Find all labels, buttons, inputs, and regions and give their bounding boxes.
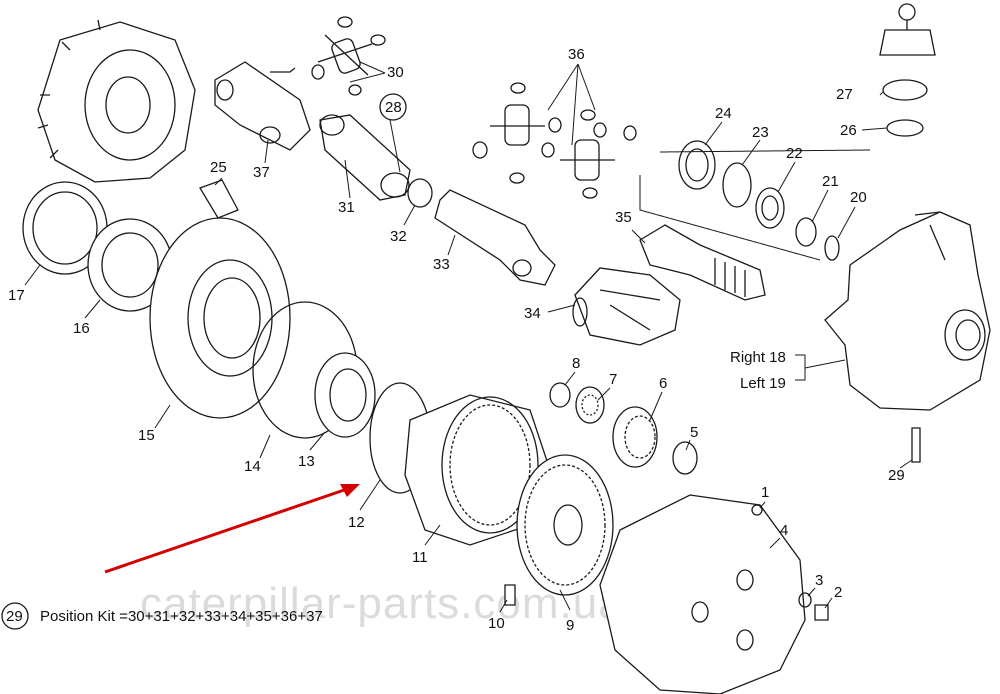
label-17: 17: [8, 287, 25, 304]
label-19: Left 19: [740, 375, 786, 392]
steering-knuckle-part-18-19: [824, 211, 991, 411]
label-9: 9: [566, 617, 574, 634]
label-26: 26: [840, 122, 857, 139]
label-16: 16: [73, 320, 90, 337]
label-14: 14: [244, 458, 261, 475]
planet-carrier-part-4: [599, 494, 806, 694]
label-24: 24: [715, 105, 732, 122]
label-31: 31: [338, 199, 355, 216]
bushing-part-21: [795, 217, 817, 247]
kit-circle-label: 29: [6, 608, 23, 625]
ring-part-8: [549, 382, 571, 408]
leader-lines: [24, 61, 913, 613]
o-ring-part-27: [882, 79, 928, 101]
label-1: 1: [761, 484, 769, 501]
bearing-part-16: [87, 218, 173, 312]
label-30: 30: [387, 64, 404, 81]
shim-part-26: [886, 119, 924, 137]
cross-spider-part-30: [311, 16, 386, 96]
label-7: 7: [609, 371, 617, 388]
plug-part-2: [814, 604, 829, 621]
label-35: 35: [615, 209, 632, 226]
wheel-hub-part-15: [149, 217, 291, 419]
bearing-part-22: [755, 187, 785, 229]
drive-shaft-part-33: [434, 189, 556, 286]
bolt-part-1: [751, 504, 763, 516]
seal-inner-24: [685, 148, 709, 182]
kit-circle-29: [1, 602, 29, 630]
pin-part-10: [504, 584, 516, 606]
yoke-part-34: [572, 267, 681, 346]
part-number-labels: 1 2 3 4 5 6 7 8 9 10 11 12 13 14 15 16 1…: [8, 46, 905, 634]
assembly-guide-lines: [639, 149, 871, 261]
sun-gear-part-6: [612, 406, 658, 468]
label-4: 4: [780, 522, 788, 539]
label-33: 33: [433, 256, 450, 273]
circled-label-28: [379, 93, 407, 121]
label-34: 34: [524, 305, 541, 322]
cross-spider-part-36a: [472, 82, 555, 184]
label-10: 10: [488, 615, 505, 632]
label-18: Right 18: [730, 349, 786, 366]
yoke-part-37: [214, 61, 311, 151]
snap-ring-part-32: [407, 178, 433, 208]
bushing-part-5: [672, 441, 698, 475]
label-23: 23: [752, 124, 769, 141]
stub-shaft-part-35: [639, 224, 766, 301]
ring-part-20: [824, 235, 840, 261]
label-11: 11: [412, 549, 428, 566]
label-29: 29: [888, 467, 905, 484]
label-2: 2: [834, 584, 842, 601]
bolt-part-29: [911, 427, 921, 463]
carrier-gear-part-9: [516, 454, 614, 596]
stud-part-25: [199, 179, 239, 219]
label-3: 3: [815, 572, 823, 589]
label-5: 5: [690, 424, 698, 441]
cross-spider-part-36b: [548, 109, 637, 199]
king-pin-cap-part: [879, 3, 936, 56]
label-12: 12: [348, 514, 365, 531]
label-22: 22: [786, 145, 803, 162]
label-37: 37: [253, 164, 270, 181]
label-28-text: 28: [385, 99, 402, 116]
bearing-inner-22: [761, 195, 779, 221]
label-27: 27: [836, 86, 853, 103]
ring-part-23: [722, 162, 752, 208]
red-arrow-indicator: [104, 484, 360, 574]
position-kit-text: Position Kit =30+31+32+33+34+35+36+37: [40, 608, 323, 625]
label-21: 21: [822, 173, 839, 190]
bearing-part-13: [314, 352, 376, 438]
top-left-hub-part: [37, 19, 196, 183]
label-36: 36: [568, 46, 585, 63]
label-15: 15: [138, 427, 155, 444]
label-32: 32: [390, 228, 407, 245]
slip-yoke-part-31: [319, 114, 411, 201]
label-25: 25: [210, 159, 227, 176]
label-8: 8: [572, 355, 580, 372]
washer-part-3: [798, 592, 812, 608]
label-6: 6: [659, 375, 667, 392]
planet-gear-part-7: [575, 386, 605, 424]
ring-gear-part-11: [404, 394, 551, 546]
label-20: 20: [850, 189, 867, 206]
label-13: 13: [298, 453, 315, 470]
seal-part-24: [678, 140, 716, 190]
